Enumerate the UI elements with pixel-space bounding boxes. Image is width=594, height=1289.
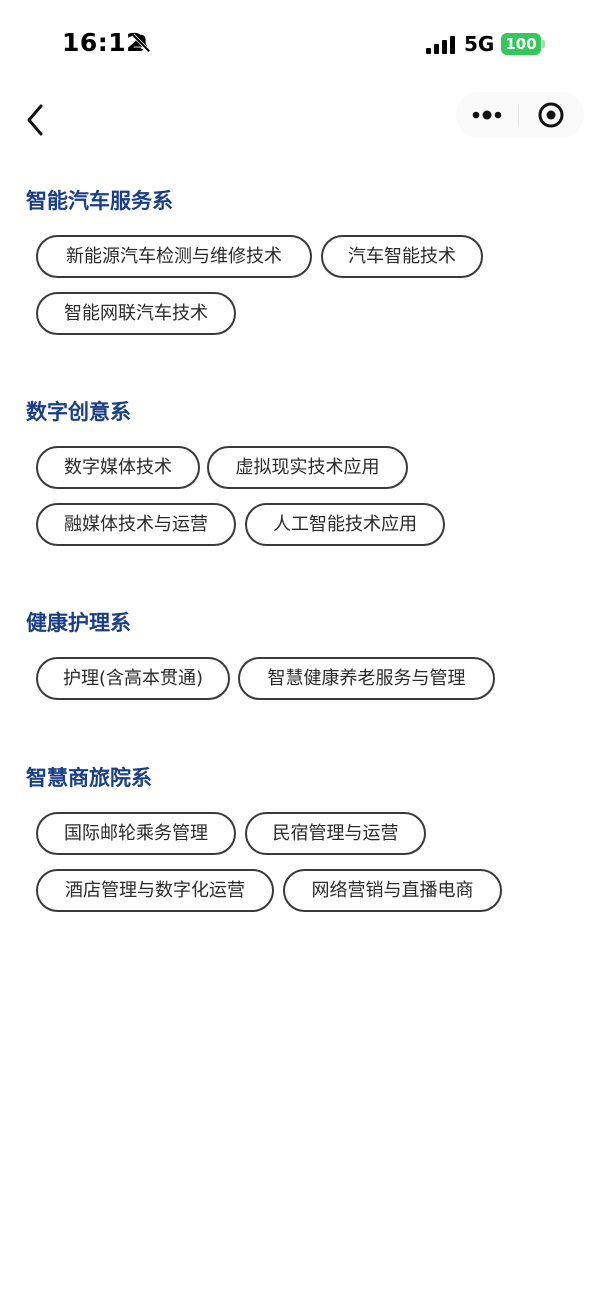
- major-tag[interactable]: 虚拟现实技术应用: [207, 446, 408, 489]
- section-title-smart-auto: 智能汽车服务系: [26, 189, 173, 213]
- major-tag[interactable]: 民宿管理与运营: [245, 812, 426, 855]
- target-circle-icon: [538, 102, 564, 128]
- back-button[interactable]: [20, 100, 54, 140]
- bell-slash-icon: [131, 33, 151, 53]
- major-tag[interactable]: 国际邮轮乘务管理: [36, 812, 236, 855]
- more-button[interactable]: [456, 92, 518, 138]
- major-tag[interactable]: 数字媒体技术: [36, 446, 200, 489]
- mini-program-capsule: [456, 92, 584, 138]
- battery-level: 100: [501, 33, 541, 55]
- battery-cap: [542, 40, 545, 48]
- major-tag[interactable]: 智慧健康养老服务与管理: [238, 657, 495, 700]
- major-tag[interactable]: 酒店管理与数字化运营: [36, 869, 274, 912]
- major-tag[interactable]: 新能源汽车检测与维修技术: [36, 235, 312, 278]
- major-tag[interactable]: 汽车智能技术: [321, 235, 483, 278]
- close-miniprogram-button[interactable]: [522, 92, 584, 138]
- section-title-digital-creative: 数字创意系: [26, 400, 131, 424]
- status-bar: 16:12 5G 100: [0, 0, 594, 88]
- major-tag[interactable]: 人工智能技术应用: [245, 503, 445, 546]
- chevron-left-icon: [27, 104, 43, 136]
- capsule-divider: [518, 104, 519, 126]
- status-time: 16:12: [62, 28, 145, 57]
- section-title-smart-business-travel: 智慧商旅院系: [26, 766, 152, 790]
- signal-icon: [426, 36, 455, 54]
- battery-indicator: 100: [501, 33, 545, 55]
- major-tag[interactable]: 网络营销与直播电商: [283, 869, 502, 912]
- major-tag[interactable]: 护理(含高本贯通): [36, 657, 230, 700]
- section-title-health-care: 健康护理系: [26, 611, 131, 635]
- major-tag[interactable]: 智能网联汽车技术: [36, 292, 236, 335]
- major-tag[interactable]: 融媒体技术与运营: [36, 503, 236, 546]
- more-dots-icon: [472, 110, 502, 120]
- network-label: 5G: [464, 32, 495, 56]
